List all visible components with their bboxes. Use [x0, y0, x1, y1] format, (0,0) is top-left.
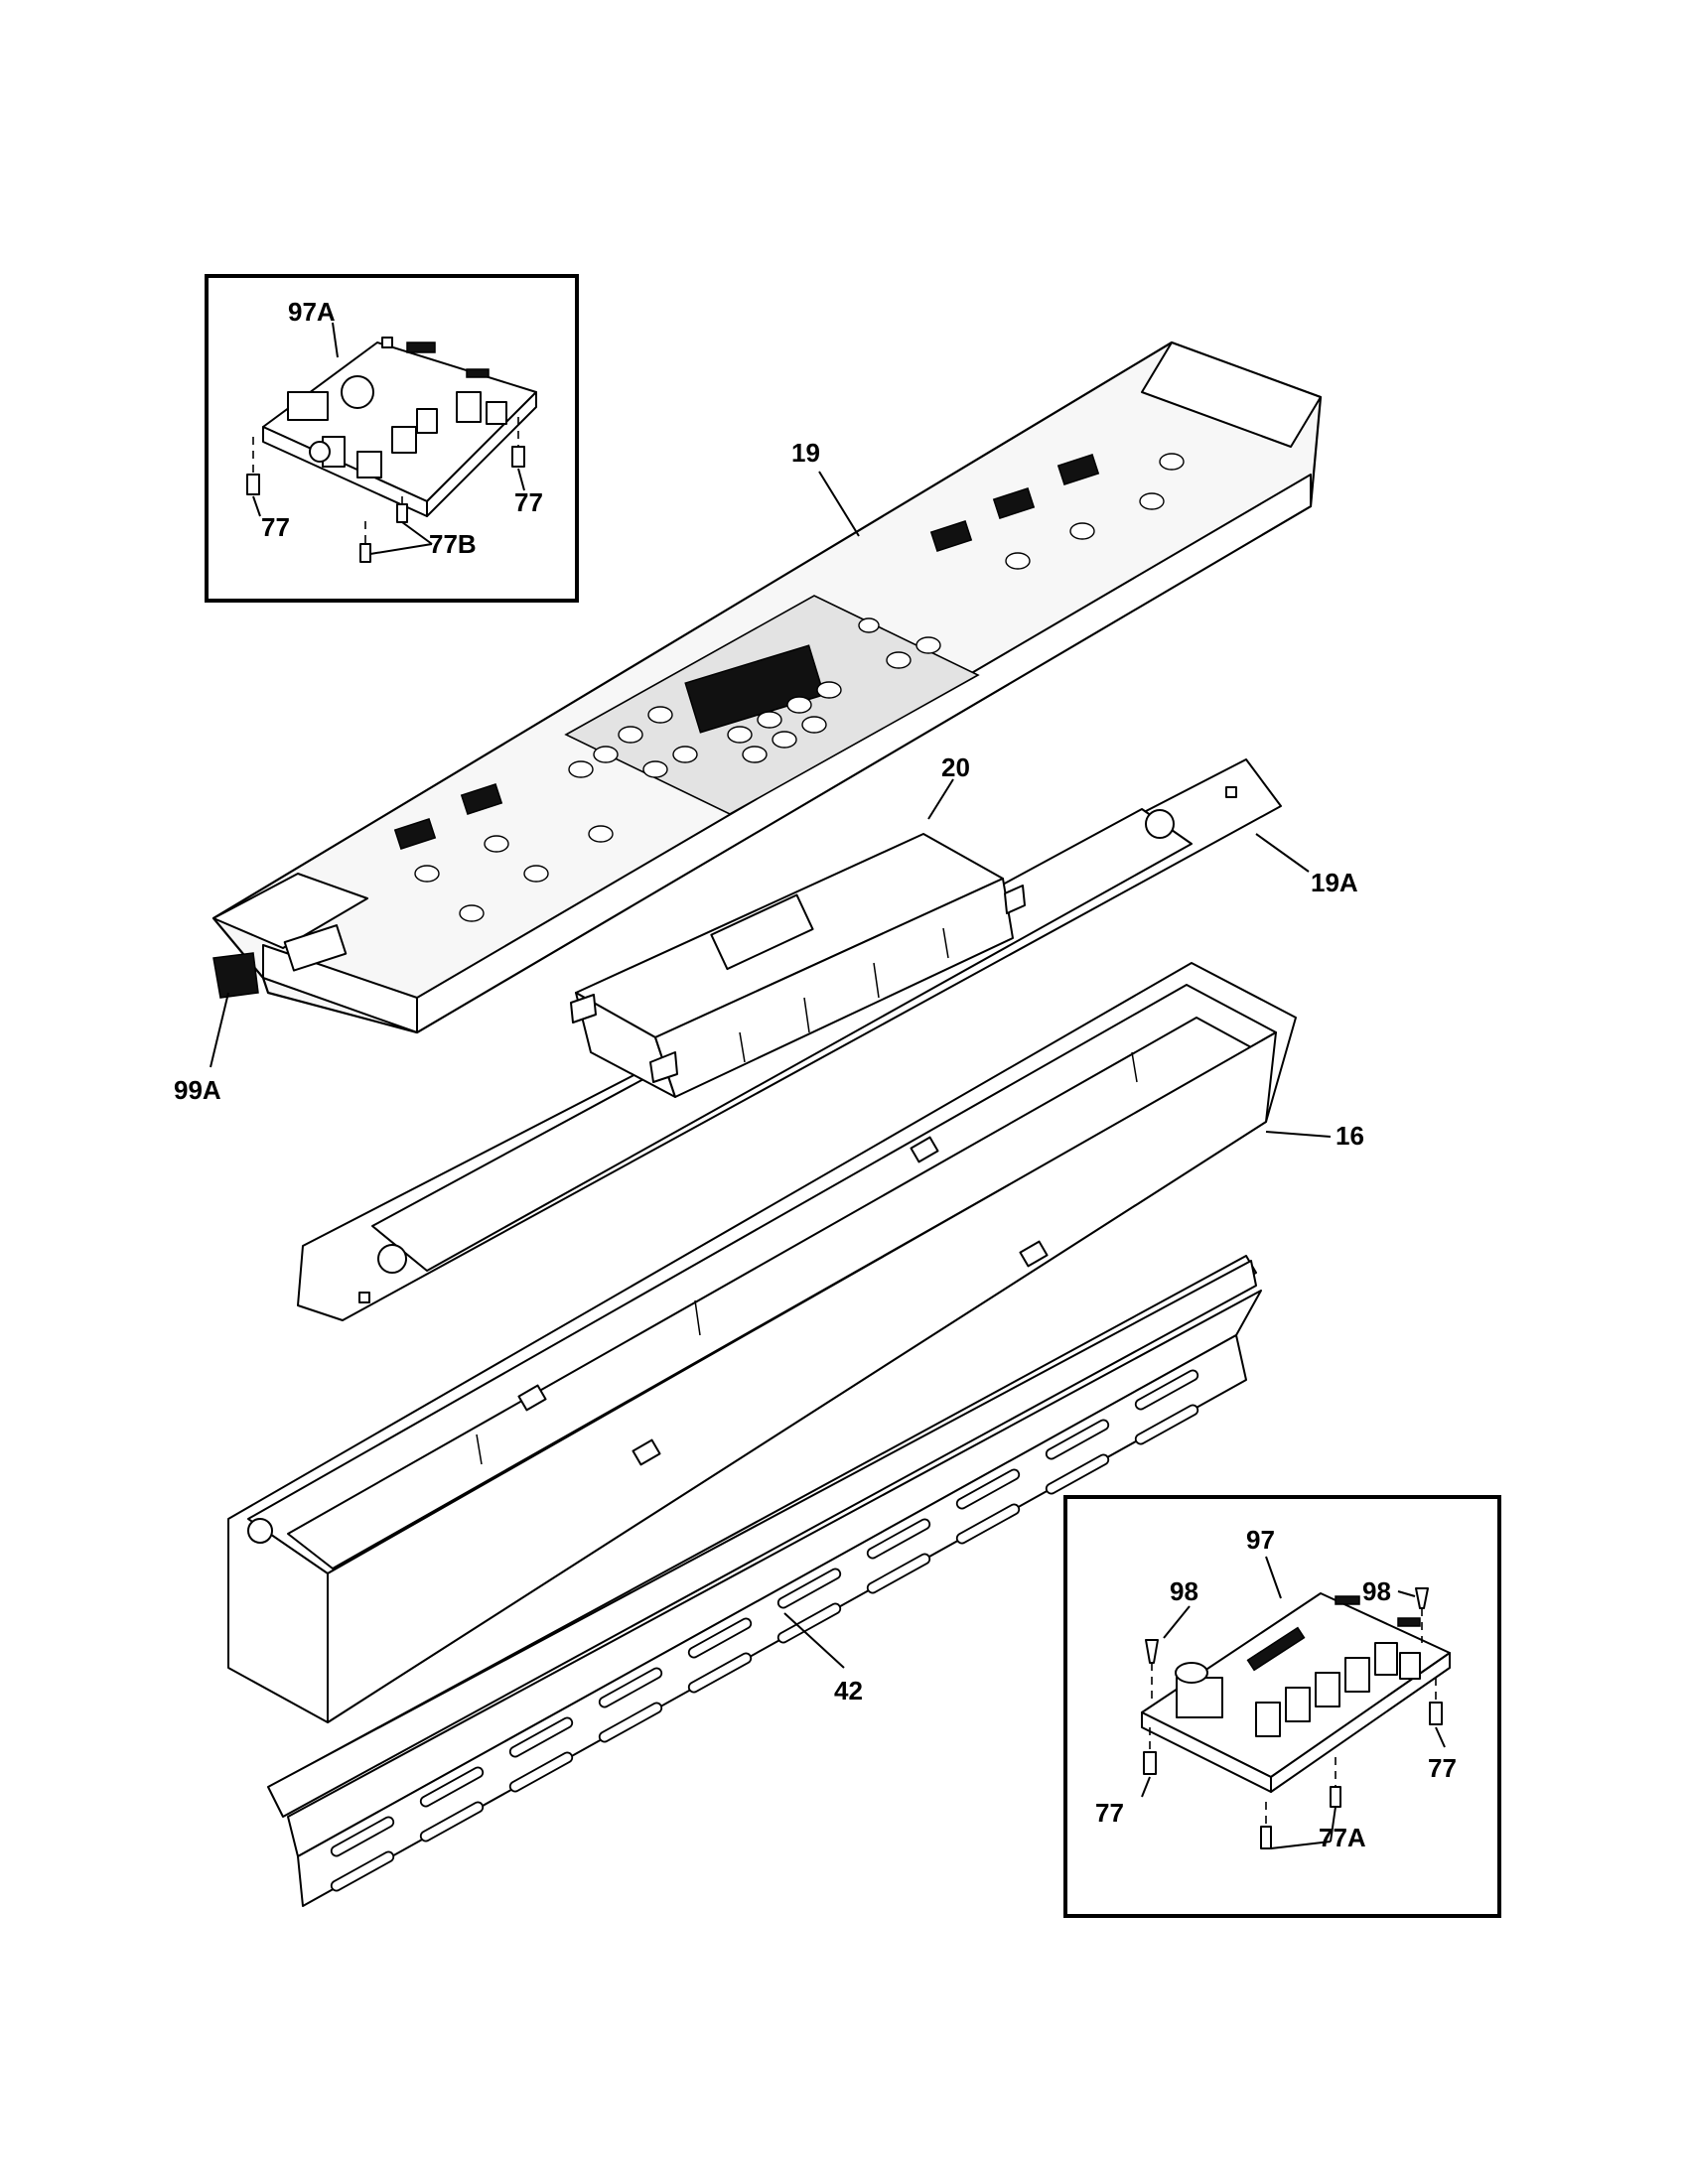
standoffs-77-top — [246, 322, 525, 563]
control-panel-overlay-19 — [211, 341, 1323, 1034]
inset-frame-bottom-right — [1063, 1495, 1501, 1918]
vent-slots — [330, 1369, 1199, 1892]
electronic-control-20 — [570, 778, 1026, 1098]
ribbon-cable-99a — [210, 952, 259, 1068]
inset-board-97: 97 98 98 77 77 77A — [1063, 1495, 1501, 1918]
console-back-16 — [227, 962, 1332, 1723]
callout-97a: 97A — [288, 297, 336, 327]
callout-19a: 19A — [1311, 868, 1358, 897]
circuit-board-97a — [262, 337, 537, 517]
callout-20: 20 — [941, 752, 970, 782]
callout-77-top-right: 77 — [514, 487, 543, 517]
callout-77b: 77B — [429, 529, 477, 559]
callout-77-bottom-right: 77 — [1428, 1753, 1457, 1783]
vent-trim-42 — [267, 1255, 1262, 1907]
callout-77a: 77A — [1319, 1823, 1366, 1852]
inset-frame-top-left — [205, 274, 579, 603]
callout-97: 97 — [1246, 1525, 1275, 1555]
callout-98-right: 98 — [1362, 1576, 1391, 1606]
callout-77-bottom-left: 77 — [1095, 1798, 1124, 1828]
screws-98-standoffs-77 — [1141, 1556, 1446, 1849]
callout-98-left: 98 — [1170, 1576, 1198, 1606]
inset-board-97a: 97A 77 77 77B — [205, 274, 579, 603]
keypad-buttons — [414, 453, 1185, 922]
callout-77-top-left: 77 — [261, 512, 290, 542]
callout-42: 42 — [834, 1676, 863, 1706]
callout-16: 16 — [1336, 1121, 1364, 1151]
circuit-board-97 — [1141, 1592, 1451, 1793]
callout-99a: 99A — [174, 1075, 221, 1105]
callout-19: 19 — [791, 438, 820, 468]
